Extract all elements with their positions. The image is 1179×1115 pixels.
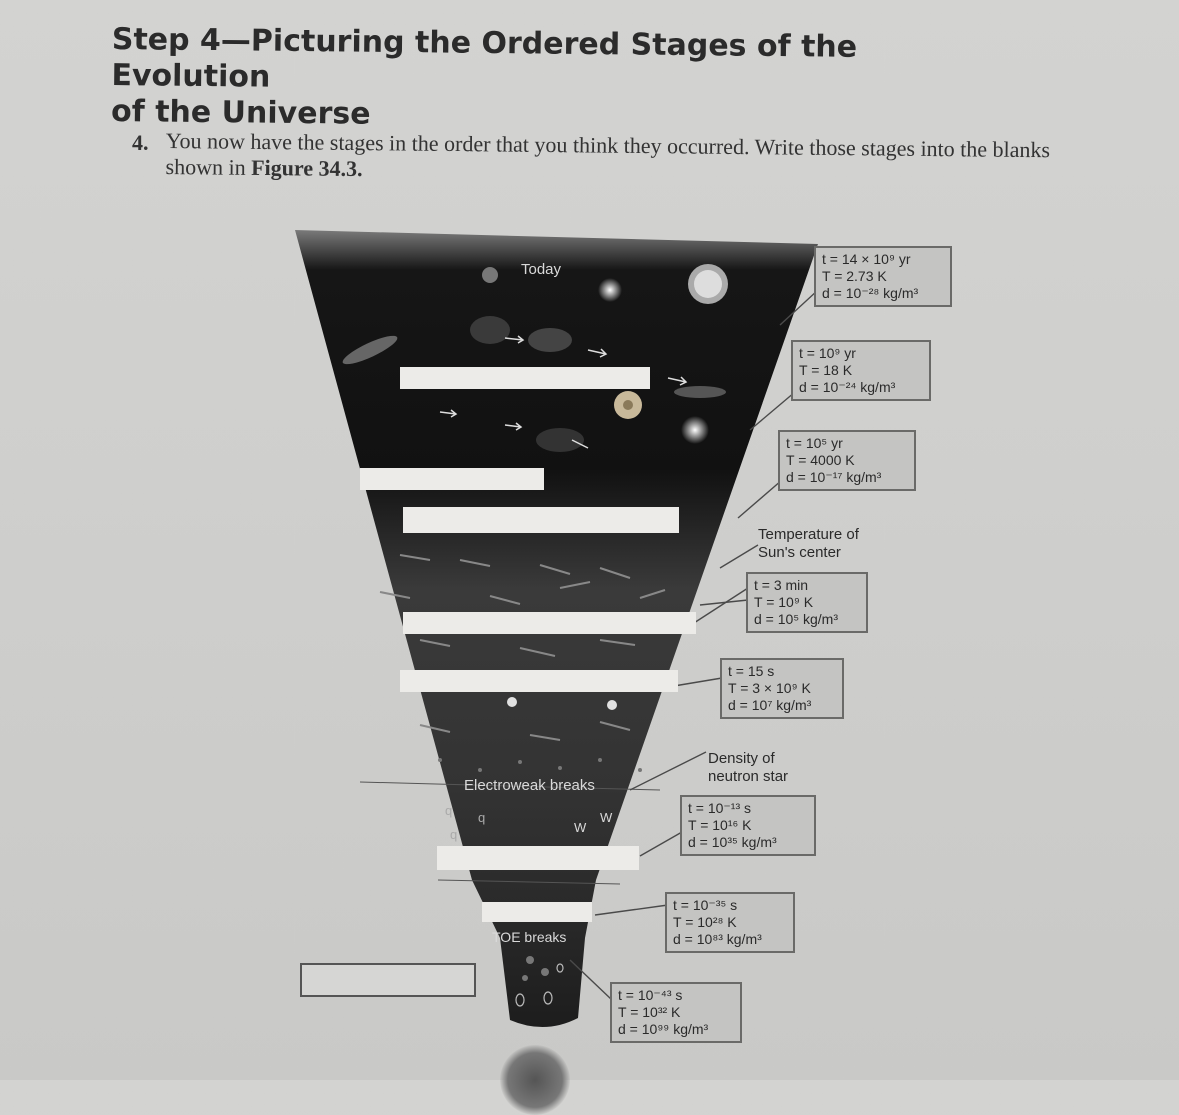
box-temperature: T = 10³² K <box>618 1004 681 1020</box>
stage-blank-7[interactable] <box>482 902 592 922</box>
box-density: d = 10⁻²⁸ kg/m³ <box>822 285 919 301</box>
box-density: d = 10⁵ kg/m³ <box>754 611 839 627</box>
arrow-icons <box>439 335 688 449</box>
star-icon <box>598 278 622 302</box>
box-time: t = 10⁻³⁵ s <box>673 897 738 913</box>
big-bang-blob <box>500 1045 570 1115</box>
box-temperature: T = 10¹⁶ K <box>688 817 752 833</box>
particle-label-q: q <box>478 810 486 825</box>
box-temperature: T = 3 × 10⁹ K <box>728 680 811 696</box>
small-circles <box>515 963 564 1007</box>
box-time: t = 10⁻¹³ s <box>688 800 752 816</box>
condition-box-1e-35s: t = 10⁻³⁵ s T = 10²⁸ K d = 10⁸³ kg/m³ <box>665 892 795 953</box>
particle-label-q: q <box>445 803 453 818</box>
particle-streaks <box>379 554 666 741</box>
box-density: d = 10⁹⁹ kg/m³ <box>618 1021 709 1037</box>
stage-blank-5[interactable] <box>400 670 678 692</box>
particle-dots <box>438 758 642 981</box>
note-sun-center: Temperature of Sun's center <box>758 526 859 561</box>
stage-blank-4[interactable] <box>403 612 696 634</box>
condition-box-15s: t = 15 s T = 3 × 10⁹ K d = 10⁷ kg/m³ <box>720 658 844 719</box>
box-time: t = 10⁻⁴³ s <box>618 987 683 1003</box>
condition-box-1e5yr: t = 10⁵ yr T = 4000 K d = 10⁻¹⁷ kg/m³ <box>778 430 916 491</box>
stage-blank-2[interactable] <box>360 468 544 490</box>
box-time: t = 15 s <box>728 663 775 679</box>
label-electroweak-breaks: Electroweak breaks <box>464 777 595 794</box>
condition-box-3min: t = 3 min T = 10⁹ K d = 10⁵ kg/m³ <box>746 572 868 633</box>
spiral-galaxy-icon <box>342 335 398 365</box>
particle-label-w: W <box>600 810 613 825</box>
box-density: d = 10⁻¹⁷ kg/m³ <box>786 469 882 485</box>
note-neutron-star: Density of neutron star <box>708 750 789 785</box>
stage-blank-8[interactable] <box>300 963 476 997</box>
stage-blank-6[interactable] <box>437 846 639 870</box>
particle-label-w: W <box>574 820 587 835</box>
box-temperature: T = 10⁹ K <box>754 594 814 610</box>
stage-blank-3[interactable] <box>403 507 679 533</box>
stage-blank-1[interactable] <box>400 367 650 389</box>
box-density: d = 10⁸³ kg/m³ <box>673 931 762 947</box>
box-density: d = 10³⁵ kg/m³ <box>688 834 777 850</box>
box-time: t = 14 × 10⁹ yr <box>822 251 911 267</box>
edge-on-galaxy-icon <box>674 386 726 398</box>
box-temperature: T = 4000 K <box>786 452 855 468</box>
box-time: t = 10⁹ yr <box>799 345 856 361</box>
box-density: d = 10⁻²⁴ kg/m³ <box>799 379 896 395</box>
star-icon <box>681 416 709 444</box>
box-temperature: T = 2.73 K <box>822 268 887 284</box>
box-density: d = 10⁷ kg/m³ <box>728 697 812 713</box>
box-temperature: T = 10²⁸ K <box>673 914 737 930</box>
question-number: 4. <box>132 130 149 155</box>
box-time: t = 10⁵ yr <box>786 435 843 451</box>
leader-lines <box>569 289 819 1001</box>
particle-label-q: q <box>450 827 458 842</box>
condition-box-today: t = 14 × 10⁹ yr T = 2.73 K d = 10⁻²⁸ kg/… <box>814 246 952 307</box>
label-today: Today <box>521 261 562 278</box>
label-toe-breaks: TOE breaks <box>492 929 567 945</box>
condition-box-1e-13s: t = 10⁻¹³ s T = 10¹⁶ K d = 10³⁵ kg/m³ <box>680 795 816 856</box>
box-time: t = 3 min <box>754 577 809 593</box>
condition-box-1e-43s: t = 10⁻⁴³ s T = 10³² K d = 10⁹⁹ kg/m³ <box>610 982 742 1043</box>
condition-box-1e9yr: t = 10⁹ yr T = 18 K d = 10⁻²⁴ kg/m³ <box>791 340 931 401</box>
box-temperature: T = 18 K <box>799 362 853 378</box>
